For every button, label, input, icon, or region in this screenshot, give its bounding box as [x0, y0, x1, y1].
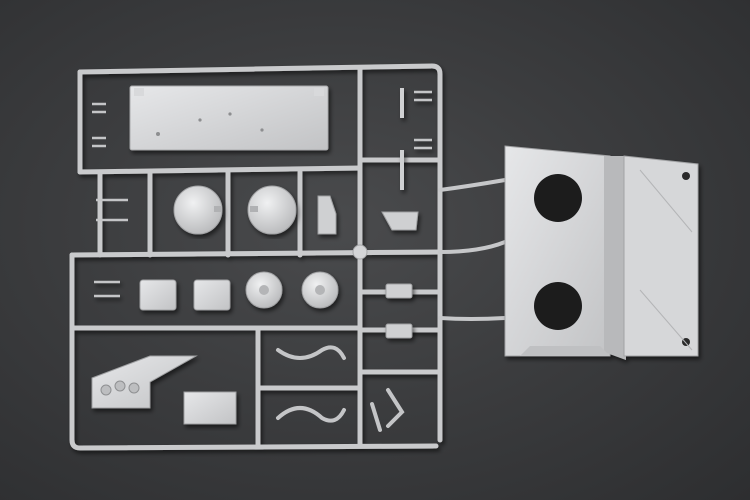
sprue-hub — [352, 244, 368, 260]
top-plate-rivet — [228, 112, 232, 116]
sprue-runner-mid-upper — [77, 165, 363, 175]
hatch-disc-right — [247, 185, 297, 235]
bracket-part — [317, 195, 337, 235]
top-plate-part — [129, 85, 329, 151]
gauge-dial — [114, 380, 126, 392]
top-plate-tab-right — [314, 88, 324, 96]
pin-part — [92, 102, 106, 114]
block-part-right — [193, 279, 231, 311]
top-plate-tab-left — [134, 88, 144, 96]
wheel-hub — [315, 285, 325, 295]
top-plate-rivet — [260, 128, 264, 132]
top-plate-rivet — [198, 118, 202, 122]
small-rod-parts — [94, 280, 120, 298]
gauge-dial — [100, 384, 112, 396]
wheel-hub — [259, 285, 269, 295]
hull-panel-detail — [639, 169, 693, 351]
pin-part — [92, 136, 106, 148]
cylinder-part — [385, 323, 413, 339]
sprue-runner-middle — [69, 249, 443, 258]
linkage-parts — [276, 345, 405, 432]
flat-panel-part — [183, 391, 237, 425]
curved-link-lower — [276, 406, 346, 423]
hull-hole-lower — [534, 282, 582, 330]
lower-section-parts — [94, 271, 413, 339]
block-part-left — [139, 279, 177, 311]
hull-right-panel — [623, 155, 699, 357]
gate-upper — [438, 178, 507, 192]
instrument-panel-part — [91, 355, 237, 425]
bracket-parts-upper — [317, 88, 432, 235]
rod-part — [400, 88, 404, 118]
hull-side-wall — [604, 156, 626, 360]
hatch-discs-upper — [173, 185, 297, 235]
small-pins-left — [92, 102, 128, 222]
wedge-part — [381, 211, 419, 231]
top-plate — [129, 85, 329, 151]
curved-link-upper — [276, 345, 346, 360]
hull-hole-upper — [534, 174, 582, 222]
gate-lower — [438, 316, 507, 321]
hatch-hinge — [214, 206, 222, 212]
gauge-dial — [128, 382, 140, 394]
small-link — [386, 388, 405, 428]
instrument-panel — [91, 355, 198, 409]
hull-box-part — [504, 145, 699, 360]
sprue-frame-bottom — [69, 252, 439, 451]
sprue-gates — [438, 178, 507, 321]
small-link — [370, 402, 382, 432]
hull-mount-hole — [682, 172, 690, 180]
hull-mount-hole — [682, 338, 690, 346]
sprue-frame-top-right — [77, 63, 443, 443]
small-rod-parts — [414, 90, 432, 150]
gate-middle — [438, 240, 507, 254]
hull-bottom-lip — [520, 346, 610, 356]
cylinder-part — [385, 283, 413, 299]
rod-part — [400, 150, 404, 190]
top-plate-rivet — [156, 132, 160, 136]
hatch-hinge — [250, 206, 258, 212]
